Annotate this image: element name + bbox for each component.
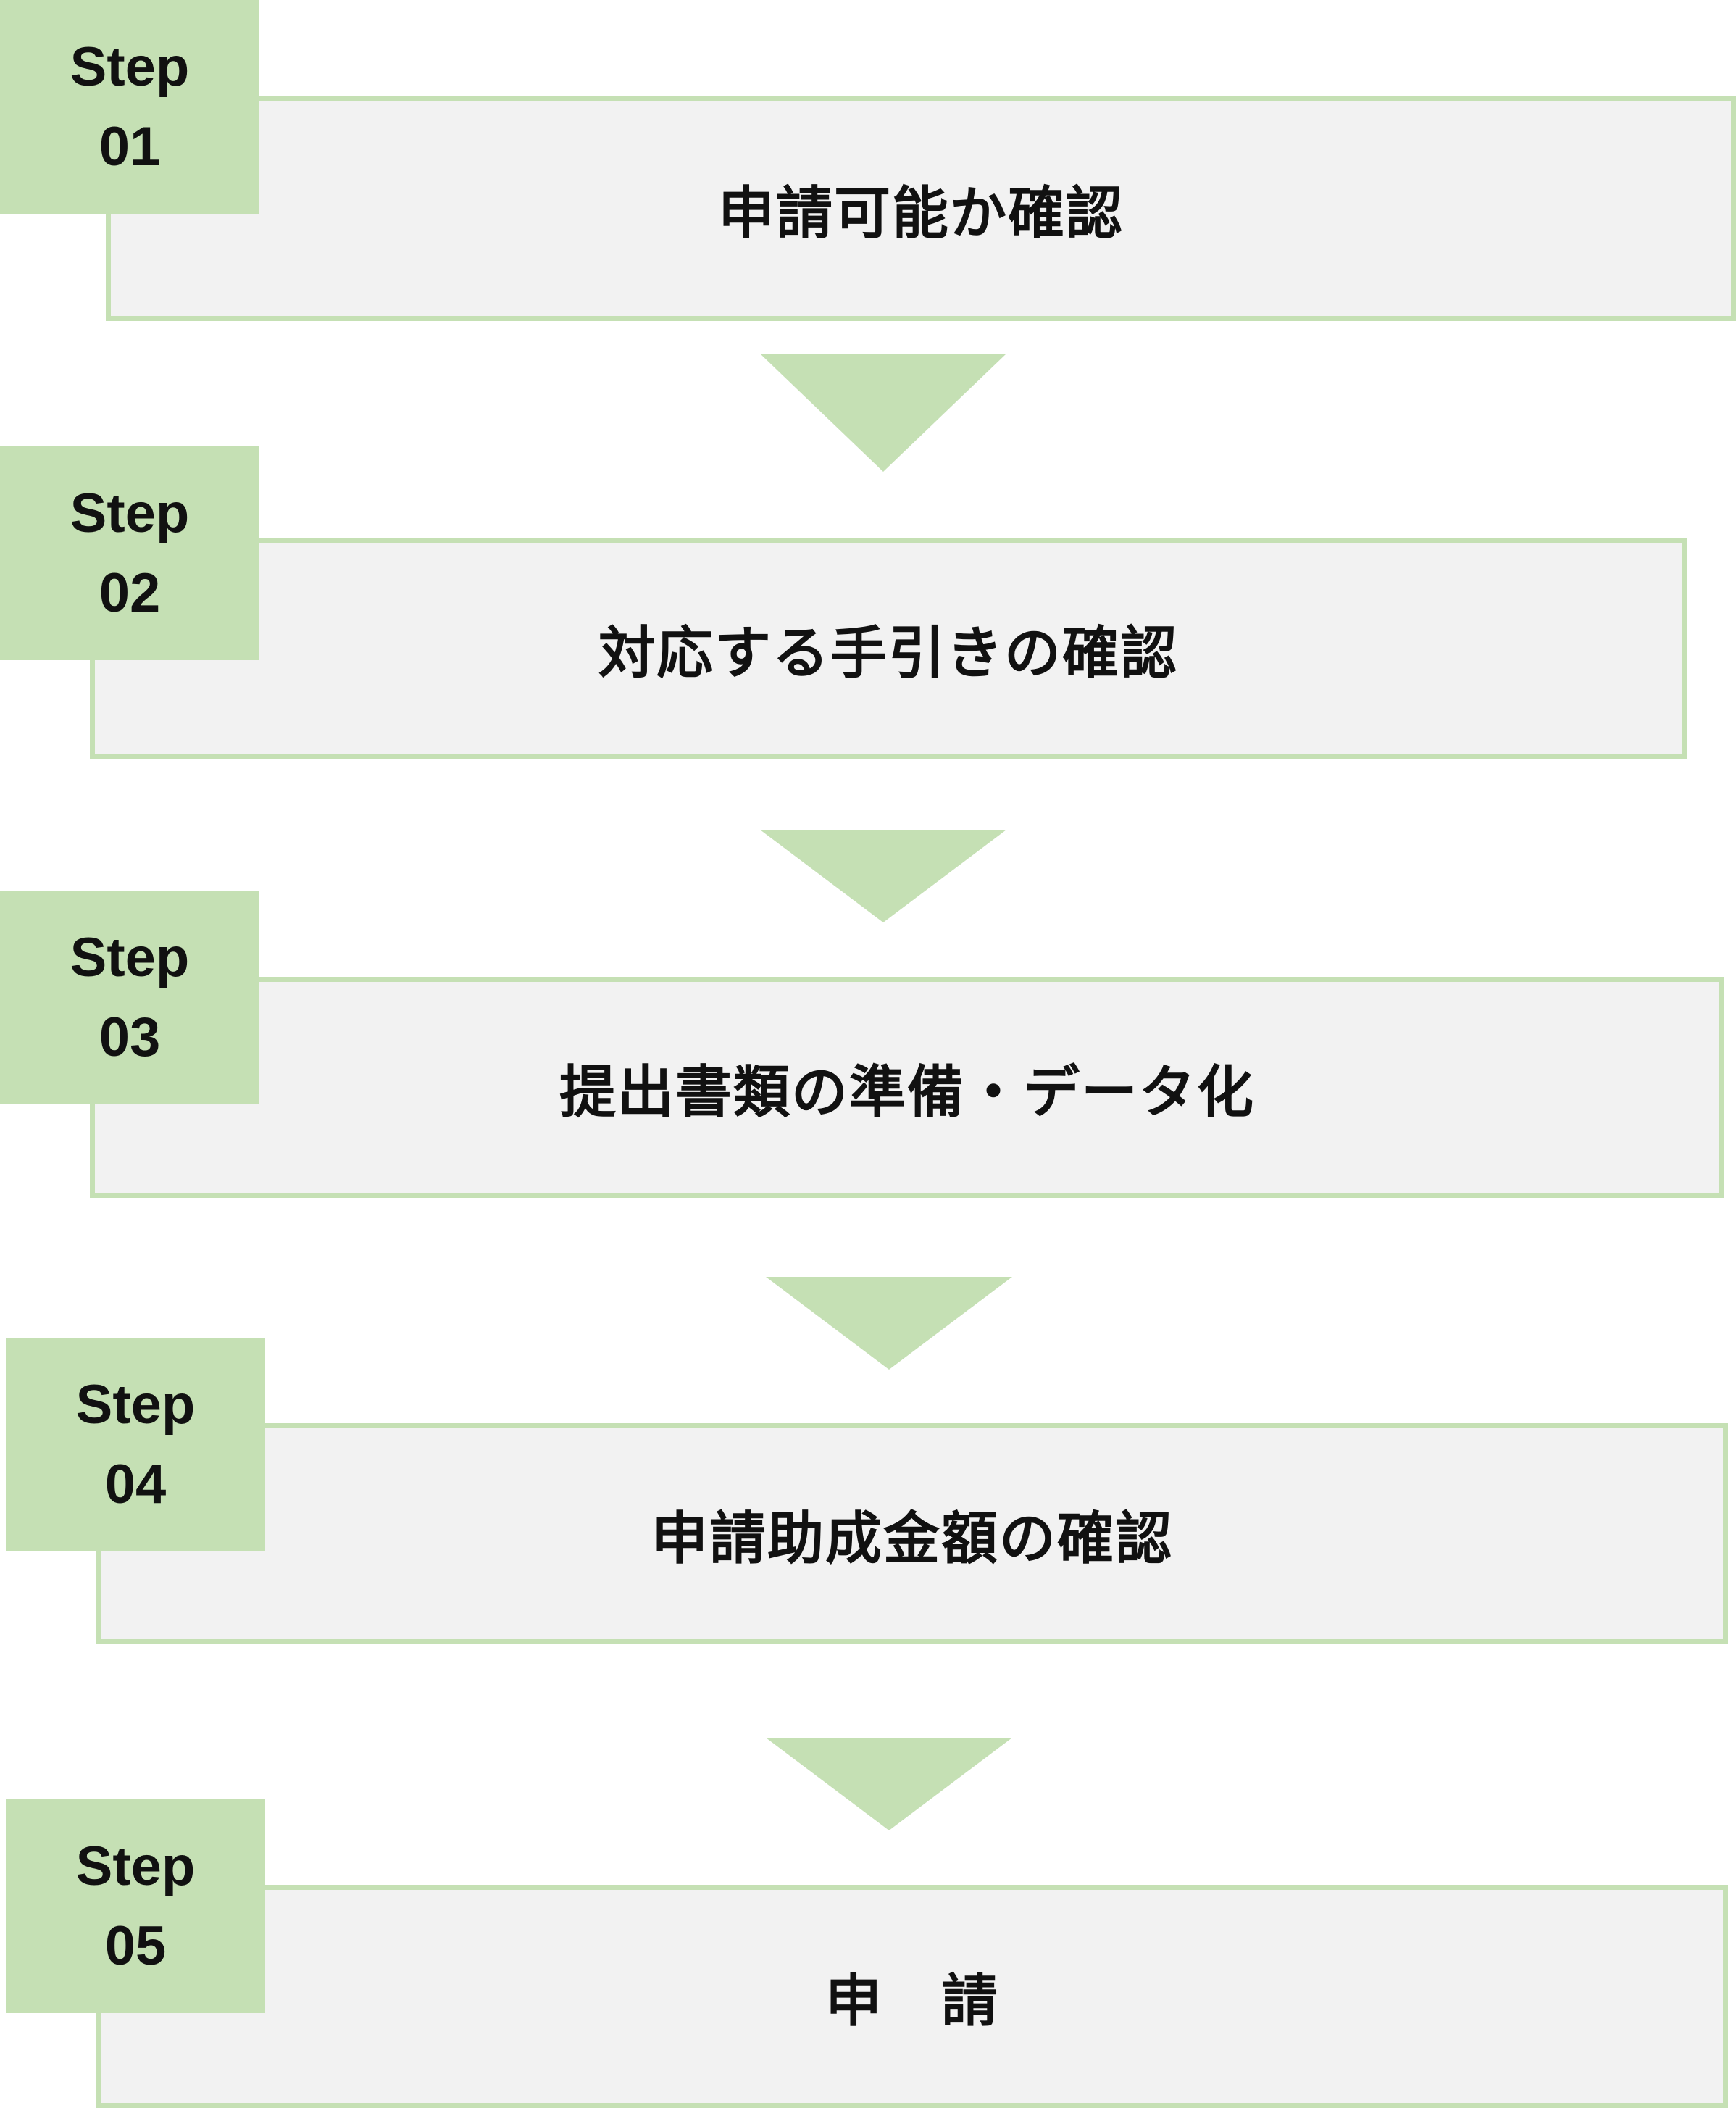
step-04-number: 04: [104, 1453, 167, 1515]
step-04-box: 申請助成金額の確認: [96, 1423, 1728, 1644]
step-04-title: 申請助成金額の確認: [651, 1506, 1173, 1572]
step-02-number: 02: [99, 562, 161, 624]
step-03-number: 03: [99, 1006, 161, 1068]
step-01-title: 申請可能か確認: [717, 181, 1124, 246]
step-04-word: Step: [75, 1373, 196, 1436]
step-02-title: 対応する手引きの確認: [598, 620, 1178, 686]
step-01-tag: Step 01: [0, 0, 259, 214]
step-02-box: 対応する手引きの確認: [90, 538, 1687, 759]
step-01-word: Step: [70, 36, 190, 98]
step-01-number: 01: [99, 115, 161, 178]
flow-arrow-4: [766, 1738, 1012, 1830]
step-03-box: 提出書類の準備・データ化: [90, 977, 1724, 1198]
step-05-tag: Step 05: [6, 1799, 265, 2013]
step-03-tag: Step 03: [0, 891, 259, 1104]
flow-arrow-3: [766, 1277, 1012, 1370]
flow-arrow-2: [760, 830, 1006, 922]
step-03-title: 提出書類の準備・データ化: [559, 1059, 1255, 1125]
step-02-word: Step: [70, 482, 190, 544]
step-02-tag: Step 02: [0, 446, 259, 660]
step-03-word: Step: [70, 926, 190, 988]
step-05-box: 申 請: [96, 1885, 1728, 2108]
step-01-box: 申請可能か確認: [106, 96, 1736, 321]
step-05-number: 05: [104, 1915, 167, 1977]
flow-arrow-1: [760, 354, 1006, 472]
step-05-word: Step: [75, 1835, 196, 1897]
step-05-title: 申 請: [825, 1969, 999, 2034]
step-04-tag: Step 04: [6, 1338, 265, 1551]
